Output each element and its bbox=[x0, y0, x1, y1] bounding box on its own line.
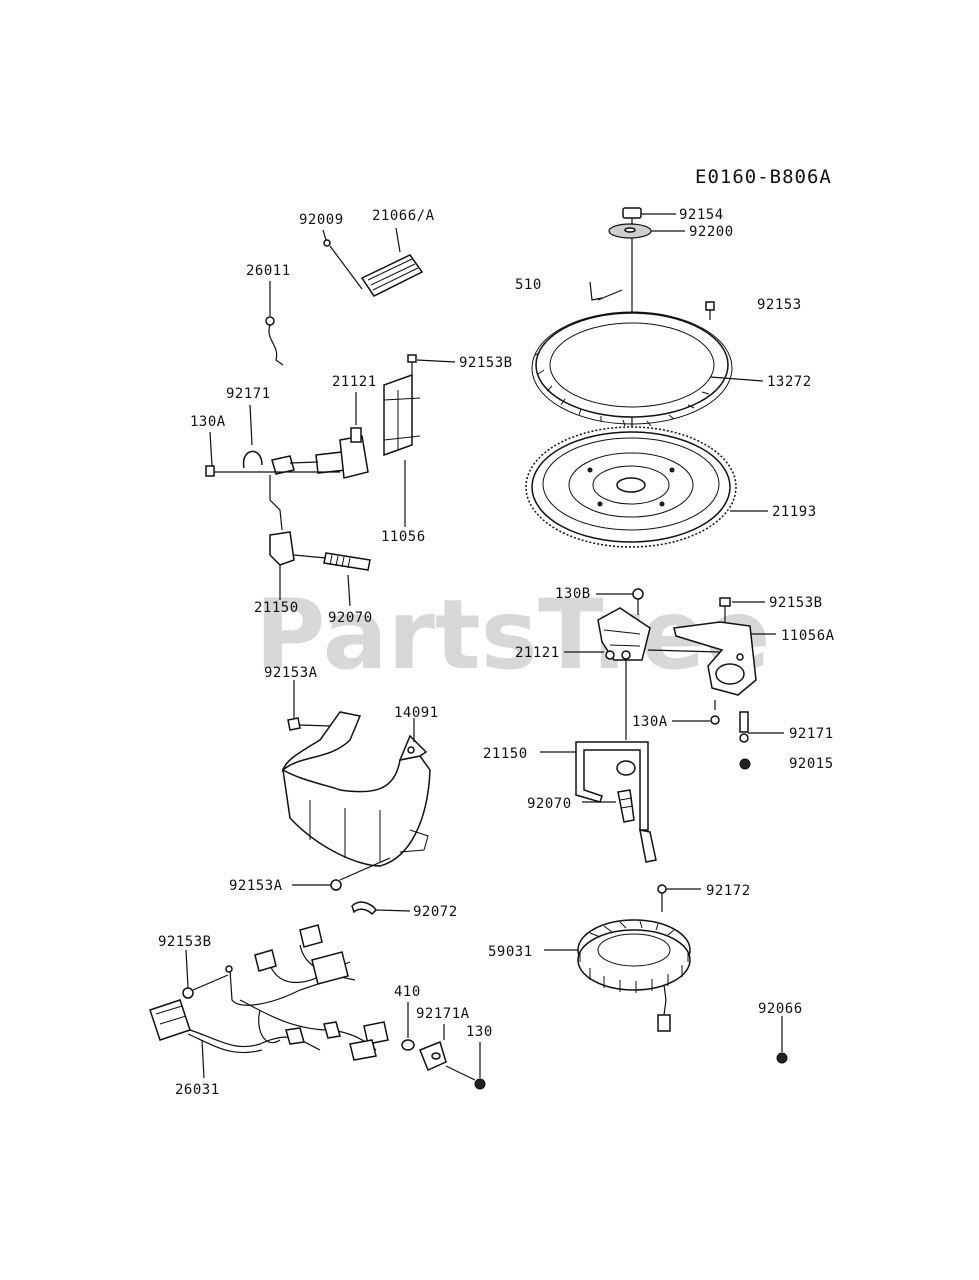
label-92153A-top: 92153A bbox=[264, 665, 318, 681]
flywheel-21193 bbox=[525, 426, 768, 548]
spark-plug-wire-left bbox=[269, 475, 295, 566]
label-130B: 130B bbox=[555, 586, 591, 602]
label-11056: 11056 bbox=[381, 529, 426, 545]
label-92070-left: 92070 bbox=[328, 610, 373, 626]
label-59031: 59031 bbox=[488, 944, 533, 960]
screw-92153B-top bbox=[407, 354, 456, 380]
cover-14091 bbox=[281, 711, 431, 867]
label-130: 130 bbox=[466, 1024, 493, 1040]
label-21121-right: 21121 bbox=[515, 645, 560, 661]
nut-92066 bbox=[776, 1016, 788, 1064]
screw-92153 bbox=[705, 301, 715, 320]
key-510 bbox=[589, 281, 623, 301]
bolt-130A-left bbox=[205, 431, 340, 477]
wire-harness-26031 bbox=[149, 924, 389, 1079]
screw-92153A-bottom bbox=[292, 857, 391, 891]
bolt-130A-right bbox=[672, 700, 720, 725]
screw-92009 bbox=[323, 239, 363, 290]
label-92171A: 92171A bbox=[416, 1006, 470, 1022]
label-21193: 21193 bbox=[772, 504, 817, 520]
bolt-130B bbox=[596, 588, 644, 615]
label-92153A-bottom: 92153A bbox=[229, 878, 283, 894]
leader-92171-left bbox=[249, 404, 253, 446]
label-92172: 92172 bbox=[706, 883, 751, 899]
clip-92171A bbox=[419, 1024, 447, 1072]
label-92153B-top: 92153B bbox=[459, 355, 513, 371]
label-92200: 92200 bbox=[689, 224, 734, 240]
label-14091: 14091 bbox=[394, 705, 439, 721]
label-130A-left: 130A bbox=[190, 414, 226, 430]
label-21150-left: 21150 bbox=[254, 600, 299, 616]
label-92153: 92153 bbox=[757, 297, 802, 313]
label-92009: 92009 bbox=[299, 212, 344, 228]
label-26011: 26011 bbox=[246, 263, 291, 279]
label-11056A: 11056A bbox=[781, 628, 835, 644]
label-92072: 92072 bbox=[413, 904, 458, 920]
diagram-code: E0160-B806A bbox=[695, 166, 832, 188]
ring-13272 bbox=[531, 311, 764, 427]
wire-21150-right bbox=[540, 741, 657, 863]
label-92015: 92015 bbox=[789, 756, 834, 772]
bracket-11056A bbox=[673, 621, 776, 696]
label-410: 410 bbox=[394, 984, 421, 1000]
label-510: 510 bbox=[515, 277, 542, 293]
clamp-92072 bbox=[351, 901, 411, 916]
label-92171-right: 92171 bbox=[789, 726, 834, 742]
label-21150-right: 21150 bbox=[483, 746, 528, 762]
spark-plug-92070-left bbox=[293, 552, 371, 607]
screw-92153B-bottom bbox=[182, 949, 229, 999]
label-13272: 13272 bbox=[767, 374, 812, 390]
clip-92171-left bbox=[242, 450, 263, 469]
screw-92153B-right bbox=[719, 597, 765, 625]
bracket-11056 bbox=[383, 373, 421, 527]
screw-92172 bbox=[657, 884, 701, 912]
regulator-21066A bbox=[360, 227, 424, 297]
label-92154: 92154 bbox=[679, 207, 724, 223]
label-92153B-right: 92153B bbox=[769, 595, 823, 611]
clip-92171-right bbox=[739, 711, 784, 743]
label-21066A: 21066/A bbox=[372, 208, 435, 224]
washer-410 bbox=[401, 1002, 415, 1051]
ignition-coil-21121-left bbox=[271, 427, 369, 479]
nut-92015 bbox=[739, 758, 751, 770]
label-92066: 92066 bbox=[758, 1001, 803, 1017]
bolt-130 bbox=[445, 1042, 486, 1090]
flywheel-washer-92200 bbox=[608, 223, 685, 239]
label-21121-left: 21121 bbox=[332, 374, 377, 390]
screw-92153A-top bbox=[287, 680, 331, 731]
stator-59031 bbox=[544, 919, 691, 1032]
wire-26011 bbox=[265, 281, 284, 366]
ignition-coil-21121-right bbox=[564, 607, 721, 740]
label-130A-right: 130A bbox=[632, 714, 668, 730]
leader-92009 bbox=[322, 229, 327, 241]
label-92070-right: 92070 bbox=[527, 796, 572, 812]
label-26031: 26031 bbox=[175, 1082, 220, 1098]
label-92171-left: 92171 bbox=[226, 386, 271, 402]
spark-plug-92070-right bbox=[582, 789, 635, 823]
label-92153B-bottom: 92153B bbox=[158, 934, 212, 950]
